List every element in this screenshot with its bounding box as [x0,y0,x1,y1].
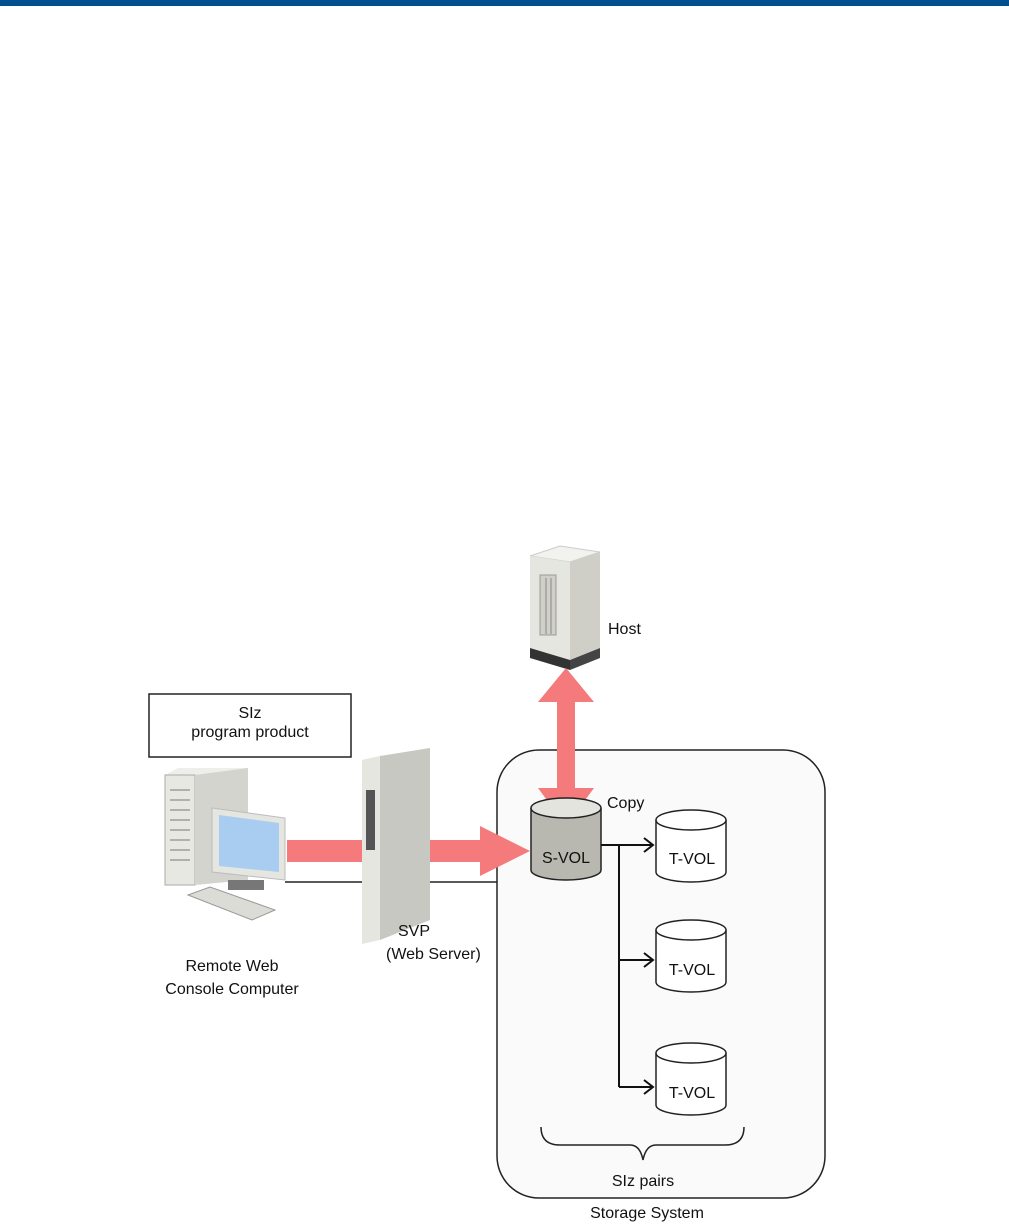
computer-icon [164,768,286,921]
pairs-brace [540,1126,745,1161]
svp-svol-arrow [430,826,530,876]
source-volume: S-VOL [530,797,602,881]
target-volume: T-VOL [655,1042,727,1116]
copy-branch-lines [601,837,655,1095]
product-box-line1: SIz [238,705,261,722]
svp-label-line1: SVP [398,923,430,940]
computer-label-line1: Remote Web [185,958,278,975]
computer-svp-arrow [287,840,363,862]
header-bar [0,0,1009,6]
copy-label: Copy [607,795,644,812]
target-volume-label: T-VOL [669,1085,715,1102]
pairs-label: SIz pairs [612,1173,674,1190]
svp-server-icon [362,748,430,944]
source-volume-label: S-VOL [542,850,590,867]
computer-label-line2: Console Computer [165,981,299,998]
target-volume-label: T-VOL [669,962,715,979]
target-volume: T-VOL [655,919,727,993]
product-box: SIz program product [148,693,352,758]
host-svol-arrow [538,668,594,826]
svp-label-line2: (Web Server) [386,946,481,963]
host-label: Host [608,621,641,638]
host-server-icon [529,545,601,670]
product-box-line2: program product [191,724,309,741]
target-volume-label: T-VOL [669,851,715,868]
storage-system-label: Storage System [590,1205,704,1222]
target-volume: T-VOL [655,809,727,883]
